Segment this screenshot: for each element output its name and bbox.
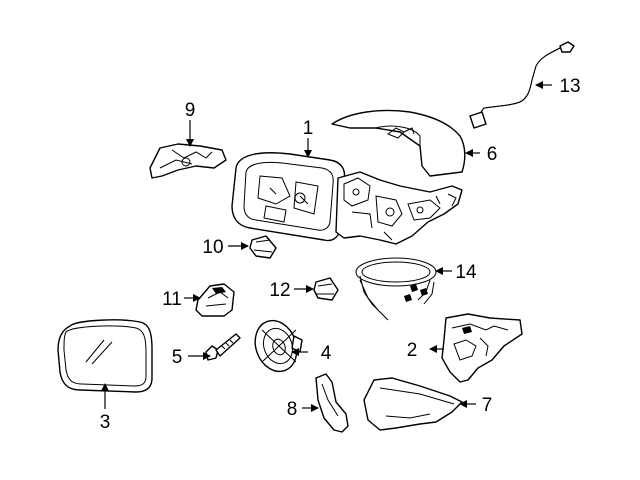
- part-2-base: [441, 313, 523, 383]
- part-10-bulb: [249, 235, 277, 259]
- callout-12: 12: [269, 280, 290, 301]
- callout-4: 4: [321, 343, 332, 364]
- part-8-bracket: [315, 373, 349, 433]
- callout-13: 13: [559, 76, 580, 97]
- callout-10: 10: [202, 237, 223, 258]
- part-1-mirror-housing: [231, 152, 463, 245]
- callout-leaders: [101, 81, 552, 412]
- part-4-glass-motor: [254, 319, 303, 373]
- part-11-puddle-lamp: [195, 283, 235, 317]
- part-14-wiring-harness: [355, 257, 437, 321]
- callout-8: 8: [287, 399, 298, 420]
- part-6-mirror-cover: [331, 109, 466, 177]
- part-13-wire-lead: [469, 41, 575, 129]
- callout-1: 1: [303, 118, 314, 139]
- part-12-bulb: [313, 277, 339, 301]
- callout-numbers: 1 2 3 4 5 6 7 8 9 10 11 12 13 14: [100, 76, 581, 433]
- callout-14: 14: [455, 262, 477, 283]
- callout-2: 2: [407, 340, 418, 361]
- callout-7: 7: [482, 395, 493, 416]
- part-5-screw: [205, 333, 241, 361]
- callout-11: 11: [162, 289, 182, 310]
- callout-6: 6: [487, 144, 498, 165]
- part-7-lower-cover: [363, 377, 463, 431]
- callout-5: 5: [172, 347, 183, 368]
- callout-3: 3: [100, 412, 111, 433]
- part-3-mirror-glass: [57, 319, 153, 393]
- callout-9: 9: [185, 100, 196, 121]
- part-9-turn-signal-lamp: [149, 143, 227, 179]
